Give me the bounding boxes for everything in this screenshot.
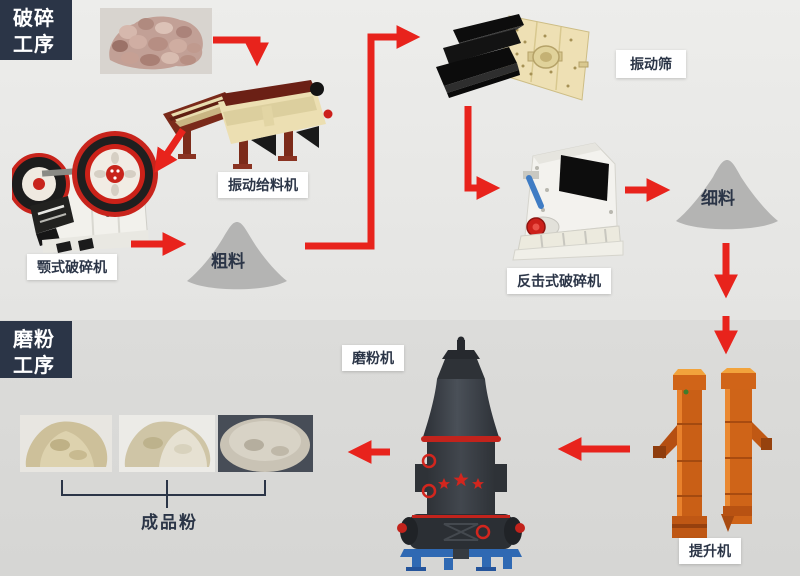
grinding-mill-label: 磨粉机: [342, 345, 404, 371]
jaw-crusher-illustration: [12, 122, 167, 257]
arrow-raw-to-feeder: [213, 36, 269, 67]
grinding-mill-illustration: [386, 336, 536, 572]
powder-photo-1: [20, 415, 112, 472]
jaw-crusher-small-flywheel: [12, 153, 70, 215]
fine-material-cone: [672, 151, 782, 233]
elevator-left-tower: [653, 369, 707, 538]
finished-powder-label: 成品粉: [141, 513, 198, 532]
bucket-elevator-illustration: [648, 366, 773, 548]
arrow-coarse-to-screen: [305, 25, 421, 250]
vibrating-feeder-label: 振动给料机: [218, 172, 308, 198]
crushing-section-title: 破碎 工序: [0, 0, 72, 60]
impact-crusher-label: 反击式破碎机: [507, 268, 611, 294]
coarse-material-cone: [183, 213, 291, 293]
jaw-crusher-big-flywheel: [72, 131, 158, 217]
vibrating-feeder-illustration: [163, 72, 338, 172]
raw-material-photo: [100, 8, 212, 74]
powder-bracket: [55, 478, 275, 510]
powder-photo-3: [218, 415, 313, 472]
powder-photo-2: [119, 415, 215, 472]
grinding-section-title: 磨粉 工序: [0, 321, 72, 378]
impact-crusher-illustration: [503, 138, 645, 266]
coarse-material-text: 粗料: [211, 252, 245, 271]
bucket-elevator-label: 提升机: [679, 538, 741, 564]
crushing-title-line2: 工序: [13, 34, 55, 56]
arrow-screen-to-impact: [464, 106, 501, 200]
arrow-feeder-to-jaw: [154, 128, 186, 173]
crushing-title-line1: 破碎: [13, 8, 55, 30]
vibrating-screen-illustration: [433, 10, 595, 105]
jaw-crusher-label: 颚式破碎机: [27, 254, 117, 280]
grinding-title-line2: 工序: [13, 355, 55, 377]
elevator-right-tower: [721, 368, 772, 532]
vibrating-screen-label: 振动筛: [616, 50, 686, 78]
fine-material-text: 细料: [701, 189, 735, 208]
grinding-title-line1: 磨粉: [13, 329, 55, 351]
